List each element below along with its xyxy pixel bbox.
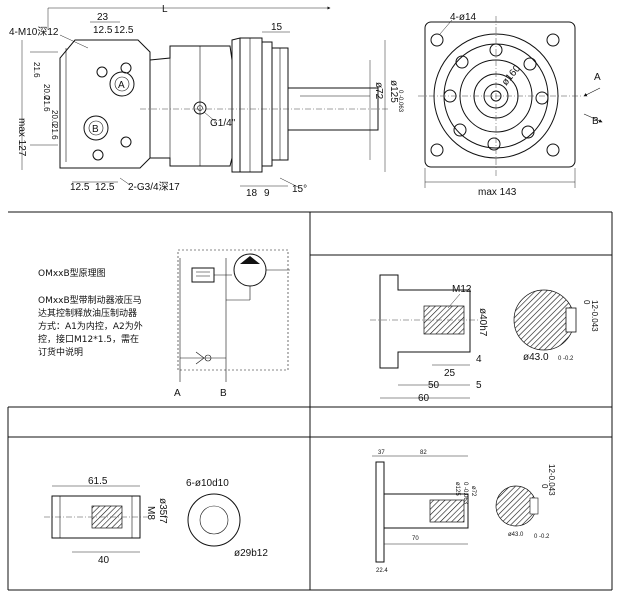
port-g34-label: 2-G3/4深17 bbox=[128, 181, 180, 193]
dim-25: 25 bbox=[444, 368, 456, 379]
dim-5: 5 bbox=[476, 380, 482, 391]
dim-82: 82 bbox=[420, 450, 427, 456]
dim-20-0-b: 20.0 bbox=[50, 110, 59, 126]
dim-15-top: 15 bbox=[271, 22, 283, 33]
dim-22-4: 22.4 bbox=[376, 568, 388, 574]
small-shaft-key bbox=[429, 499, 465, 523]
port-a-label: A bbox=[118, 80, 125, 91]
thread-label-4-m10: 4-M10深12 bbox=[9, 26, 59, 38]
dim-4-d14: 4-ø14 bbox=[450, 12, 477, 23]
schematic-label-b: B bbox=[220, 388, 227, 399]
dim-max-127: max 127 bbox=[16, 118, 27, 157]
spline-cross-section bbox=[187, 493, 241, 547]
dim-125-tolerance: 0 -0.063 bbox=[397, 90, 403, 113]
dim-23: 23 bbox=[97, 12, 109, 23]
dim-max-143: max 143 bbox=[478, 187, 517, 198]
dim-43-tolerance: 0 -0.2 bbox=[558, 356, 574, 362]
dim-15-deg: 15° bbox=[292, 184, 307, 195]
schematic-title: OMxxB型原理图 bbox=[38, 268, 106, 279]
dim-43-small: ø43.0 bbox=[508, 532, 524, 538]
schematic-desc-line-2: 达其控制释放油压制动器 bbox=[38, 307, 137, 319]
port-g14-circle bbox=[193, 101, 207, 115]
table-grid bbox=[7, 211, 613, 591]
schematic-boundary bbox=[177, 249, 289, 371]
dim-29b12: ø29b12 bbox=[234, 548, 268, 559]
hydraulic-schematic: OMxxB型原理图 OMxxB型带制动器液压马 达其控制释放油压制动器 方式：A… bbox=[38, 249, 290, 399]
brake-symbol bbox=[191, 267, 215, 283]
valve-block bbox=[59, 39, 151, 169]
dim-125-dia: ø125 bbox=[388, 80, 399, 103]
rotation-arrow-a-label: A bbox=[594, 72, 601, 83]
key-tolerance-0: 0 bbox=[582, 300, 591, 305]
schematic-desc-line-5: 订货中说明 bbox=[38, 346, 83, 358]
dim-18: 18 bbox=[246, 188, 258, 199]
dim-12-5-bottom-right: 12.5 bbox=[95, 182, 115, 193]
spline-shaft-drawing: 61.5 M8 ø35f7 40 6-ø10d10 ø29b12 bbox=[44, 476, 268, 566]
spline-label: 6-ø10d10 bbox=[186, 478, 229, 489]
small-shaft-drawing: 37 82 ø125 0 -0.063 ø72 70 22.4 0 12-0.0… bbox=[372, 450, 556, 574]
dim-72-small: ø72 bbox=[470, 486, 476, 497]
schematic-desc-line-1: OMxxB型带制动器液压马 bbox=[38, 294, 142, 306]
port-b-circle bbox=[83, 115, 109, 141]
dim-m8: M8 bbox=[145, 506, 156, 520]
output-shaft bbox=[288, 87, 379, 131]
dim-12-5-top-right: 12.5 bbox=[114, 25, 134, 36]
shaft-cross-section bbox=[513, 289, 575, 351]
dim-40h7: ø40h7 bbox=[477, 308, 488, 337]
motor-side-view: L 23 12.5 12.5 4-M10深12 A B max 127 21.6… bbox=[9, 4, 403, 199]
dim-37: 37 bbox=[378, 450, 385, 456]
dim-12-5-top-left: 12.5 bbox=[93, 25, 113, 36]
port-g14-label: G1/4" bbox=[210, 118, 236, 129]
schematic-desc-line-4: 控，接口M12*1.5，需在 bbox=[38, 333, 139, 345]
dim-50: 50 bbox=[428, 380, 440, 391]
dim-4: 4 bbox=[476, 354, 482, 365]
key-tolerance-0-small: 0 bbox=[540, 484, 549, 489]
dim-70: 70 bbox=[412, 536, 419, 542]
dim-60: 60 bbox=[418, 393, 430, 404]
dim-9: 9 bbox=[264, 188, 270, 199]
mounting-flange bbox=[424, 21, 576, 168]
dim-12-5-bottom-left: 12.5 bbox=[70, 182, 90, 193]
dim-72: ø72 bbox=[373, 82, 384, 100]
dim-43-tolerance-small: 0 -0.2 bbox=[534, 534, 550, 540]
motor-housing bbox=[149, 45, 233, 167]
motor-front-view: 4-ø14 ø160 max 143 A B bbox=[418, 12, 603, 198]
dim-125-small: ø125 bbox=[454, 482, 460, 496]
key-width-12-small: 12-0.043 bbox=[547, 464, 556, 496]
schematic-desc-line-3: 方式：A1为内控，A2为外 bbox=[38, 320, 143, 332]
dim-35f7: ø35f7 bbox=[157, 498, 168, 524]
dim-21-6-c: 21.6 bbox=[50, 124, 59, 140]
rotation-arrow-b-label: B bbox=[592, 116, 599, 127]
schematic-label-a: A bbox=[174, 388, 181, 399]
key-width-12: 12-0.043 bbox=[590, 300, 599, 332]
dim-61-5: 61.5 bbox=[88, 476, 108, 487]
dim-40: 40 bbox=[98, 555, 110, 566]
dim-20-0-a: 20.0 bbox=[42, 84, 51, 100]
dim-125-tolerance-small: 0 -0.063 bbox=[462, 482, 468, 505]
dim-43: ø43.0 bbox=[523, 352, 549, 363]
dim-L: L bbox=[162, 4, 168, 15]
port-a-circle bbox=[109, 71, 135, 97]
port-b-label: B bbox=[92, 124, 99, 135]
dim-160: ø160 bbox=[500, 63, 523, 88]
dim-21-6-a: 21.6 bbox=[32, 62, 41, 78]
thread-m12: M12 bbox=[452, 284, 472, 295]
keyed-shaft-drawing: M12 ø40h7 25 4 50 5 60 0 12-0.043 ø43.0 … bbox=[370, 274, 599, 404]
dim-21-6-b: 21.6 bbox=[42, 96, 51, 112]
